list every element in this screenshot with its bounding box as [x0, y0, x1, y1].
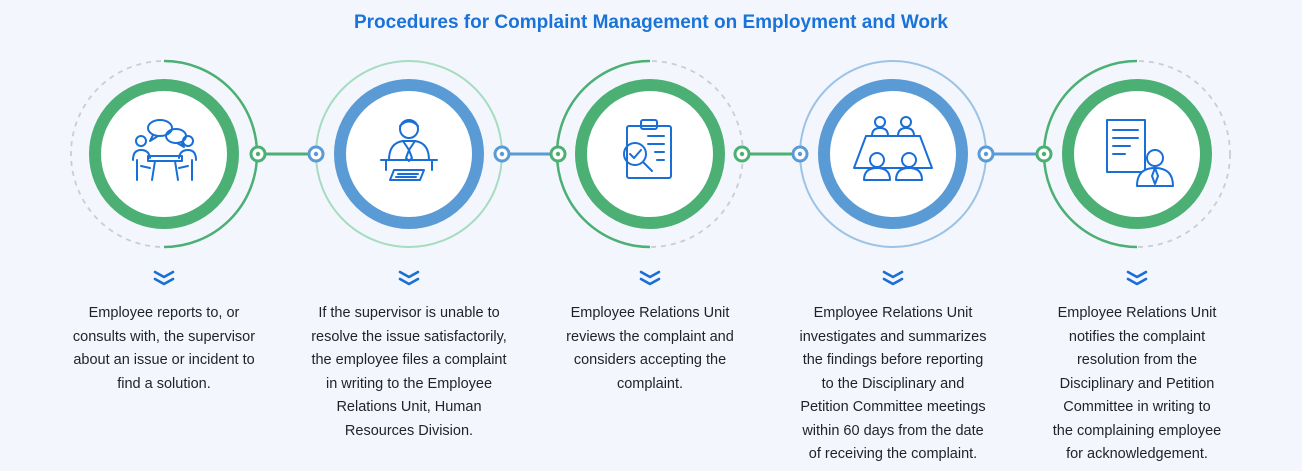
step-3-description: Employee Relations Unit reviews the comp… — [566, 305, 734, 392]
step-1-description: Employee reports to, or consults with, t… — [72, 305, 256, 392]
clipboard-review-icon — [623, 119, 672, 179]
chevron-down-icon — [639, 270, 661, 286]
document-notification-icon — [1106, 119, 1174, 187]
meeting-discussion-icon — [132, 119, 197, 181]
step-2-node — [315, 60, 503, 248]
page-title: Procedures for Complaint Management on E… — [353, 12, 948, 33]
chevron-down-icon — [882, 270, 904, 286]
committee-meeting-icon — [853, 116, 933, 181]
step-5-description: Employee Relations Unit notifies the com… — [1052, 305, 1222, 462]
step-3-node — [555, 59, 744, 249]
step-5-node — [1042, 59, 1231, 249]
chevron-down-icon — [1126, 270, 1148, 286]
connector-dots — [249, 145, 1053, 163]
step-1-node — [70, 59, 259, 249]
process-diagram — [70, 59, 1231, 249]
step-2-description: If the supervisor is unable to resolve t… — [311, 305, 507, 439]
step-4-node — [799, 60, 987, 248]
chevron-down-icon — [398, 270, 420, 286]
chevron-down-icon — [153, 270, 175, 286]
step-4-description: Employee Relations Unit investigates and… — [799, 305, 987, 462]
supervisor-at-desk-icon — [380, 119, 438, 181]
